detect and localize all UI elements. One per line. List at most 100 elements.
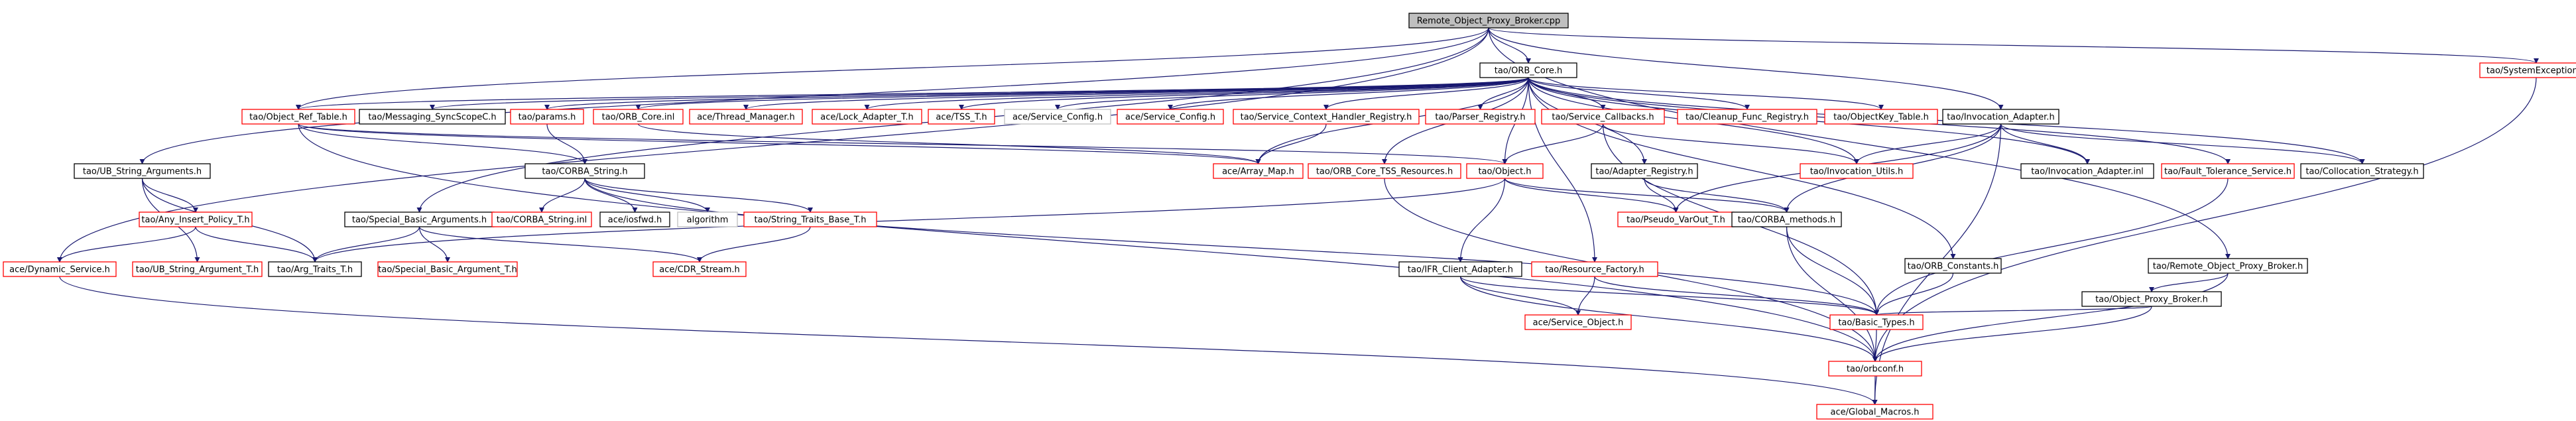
node-label: tao/Basic_Types.h bbox=[1838, 318, 1914, 328]
node-label: ace/Dynamic_Service.h bbox=[9, 265, 110, 275]
node-box bbox=[510, 109, 584, 125]
node-objkey[interactable]: tao/ObjectKey_Table.h bbox=[1824, 109, 1938, 125]
node-specbasicarg[interactable]: tao/Special_Basic_Argument_T.h bbox=[377, 261, 518, 277]
node-ropb[interactable]: tao/Remote_Object_Proxy_Broker.h bbox=[2148, 258, 2308, 274]
edge-invad-to-invutil bbox=[1854, 123, 2002, 164]
node-thrmgr[interactable]: ace/Thread_Manager.h bbox=[689, 109, 803, 125]
node-label: tao/ORB_Core_TSS_Resources.h bbox=[1316, 167, 1453, 177]
node-ifr[interactable]: tao/IFR_Client_Adapter.h bbox=[1398, 261, 1522, 277]
node-cleanup[interactable]: tao/Cleanup_Func_Registry.h bbox=[1677, 109, 1817, 125]
node-corbastrinl[interactable]: tao/CORBA_String.inl bbox=[491, 211, 592, 227]
node-label: tao/Invocation_Adapter.h bbox=[1947, 113, 2054, 123]
edge-orbcore-to-tsst bbox=[959, 77, 1529, 110]
edge-root-to-orbcore bbox=[1488, 27, 1531, 64]
node-box bbox=[2161, 163, 2295, 179]
dependency-edges bbox=[57, 27, 2539, 405]
node-ubstr[interactable]: tao/UB_String_Arguments.h bbox=[74, 163, 211, 179]
node-svccfg1[interactable]: ace/Service_Config.h bbox=[1004, 109, 1111, 125]
edge-orbconf-to-globmac bbox=[1872, 375, 1878, 405]
node-opb[interactable]: tao/Object_Proxy_Broker.h bbox=[2081, 291, 2222, 307]
edge-object-to-argtraits bbox=[312, 178, 1506, 263]
node-globmac[interactable]: ace/Global_Macros.h bbox=[1816, 404, 1933, 420]
node-box bbox=[74, 163, 211, 179]
node-dynsvc[interactable]: ace/Dynamic_Service.h bbox=[3, 261, 117, 277]
edge-basictypes-to-orbconf bbox=[1872, 329, 1878, 362]
node-svccb[interactable]: tao/Service_Callbacks.h bbox=[1541, 109, 1665, 125]
edge-resfac-to-basictypes bbox=[1594, 276, 1879, 316]
node-box bbox=[599, 211, 670, 227]
edge-corbameth-to-orbconf bbox=[1786, 226, 1878, 362]
node-box bbox=[377, 261, 518, 277]
node-ubstrarg[interactable]: tao/UB_String_Argument_T.h bbox=[132, 261, 263, 277]
node-orbinl[interactable]: tao/ORB_Core.inl bbox=[593, 109, 684, 125]
node-invad[interactable]: tao/Invocation_Adapter.h bbox=[1942, 109, 2059, 125]
edge-orbcore-to-parser bbox=[1477, 77, 1529, 110]
node-svcobj[interactable]: ace/Service_Object.h bbox=[1524, 314, 1632, 330]
node-tsst[interactable]: ace/TSS_T.h bbox=[928, 109, 995, 125]
node-objref[interactable]: tao/Object_Ref_Table.h bbox=[241, 109, 355, 125]
node-box bbox=[241, 109, 355, 125]
edge-anyins-to-dynsvc bbox=[57, 226, 196, 263]
node-corbameth[interactable]: tao/CORBA_methods.h bbox=[1731, 211, 1842, 227]
edge-object-to-pseudovar bbox=[1504, 178, 1679, 213]
node-lockad[interactable]: ace/Lock_Adapter_T.h bbox=[812, 109, 922, 125]
node-adreg[interactable]: tao/Adapter_Registry.h bbox=[1591, 163, 1698, 179]
node-invutil[interactable]: tao/Invocation_Utils.h bbox=[1800, 163, 1914, 179]
node-box bbox=[2020, 163, 2154, 179]
node-specbasic[interactable]: tao/Special_Basic_Arguments.h bbox=[344, 211, 495, 227]
node-orbconf[interactable]: tao/orbconf.h bbox=[1828, 361, 1922, 377]
node-arraymap[interactable]: ace/Array_Map.h bbox=[1213, 163, 1304, 179]
node-box bbox=[1828, 361, 1922, 377]
node-label: tao/CORBA_String.inl bbox=[497, 215, 587, 225]
node-basictypes[interactable]: tao/Basic_Types.h bbox=[1829, 314, 1924, 330]
node-label: ace/CDR_Stream.h bbox=[659, 265, 740, 275]
node-label: tao/Cleanup_Func_Registry.h bbox=[1686, 113, 1809, 123]
node-label: ace/TSS_T.h bbox=[936, 113, 987, 123]
node-box bbox=[928, 109, 995, 125]
node-pseudovar[interactable]: tao/Pseudo_VarOut_T.h bbox=[1617, 211, 1735, 227]
node-msgsync[interactable]: tao/Messaging_SyncScopeC.h bbox=[359, 109, 506, 125]
node-box bbox=[1408, 13, 1569, 29]
node-svcctx[interactable]: tao/Service_Context_Handler_Registry.h bbox=[1233, 109, 1420, 125]
node-argtraits[interactable]: tao/Arg_Traits_T.h bbox=[268, 261, 362, 277]
node-resfac[interactable]: tao/Resource_Factory.h bbox=[1531, 261, 1658, 277]
node-parser[interactable]: tao/Parser_Registry.h bbox=[1425, 109, 1536, 125]
node-algorithm[interactable]: algorithm bbox=[677, 211, 738, 227]
node-orbconst[interactable]: tao/ORB_Constants.h bbox=[1904, 258, 2002, 274]
node-cdr[interactable]: ace/CDR_Stream.h bbox=[652, 261, 747, 277]
node-strtraits[interactable]: tao/String_Traits_Base_T.h bbox=[743, 211, 877, 227]
edge-root-to-ropb bbox=[1488, 27, 2231, 259]
node-colloc[interactable]: tao/Collocation_Strategy.h bbox=[2300, 163, 2424, 179]
node-anyins[interactable]: tao/Any_Insert_Policy_T.h bbox=[139, 211, 253, 227]
node-label: tao/CORBA_methods.h bbox=[1738, 215, 1835, 225]
node-params[interactable]: tao/params.h bbox=[510, 109, 584, 125]
node-label: tao/Fault_Tolerance_Service.h bbox=[2164, 167, 2292, 177]
edge-ropb-to-orbconf bbox=[1872, 272, 2229, 362]
node-corbastr[interactable]: tao/CORBA_String.h bbox=[524, 163, 645, 179]
edge-ifr-to-svcobj bbox=[1459, 276, 1581, 316]
node-invinl[interactable]: tao/Invocation_Adapter.inl bbox=[2020, 163, 2154, 179]
node-label: tao/Parser_Registry.h bbox=[1435, 113, 1525, 123]
edge-orbcore-to-svccfg1 bbox=[1055, 77, 1529, 110]
edge-orbconst-to-basictypes bbox=[1874, 272, 1954, 316]
node-tssres[interactable]: tao/ORB_Core_TSS_Resources.h bbox=[1308, 163, 1461, 179]
node-label: tao/Special_Basic_Argument_T.h bbox=[378, 265, 517, 275]
node-iosfwd[interactable]: ace/iosfwd.h bbox=[599, 211, 670, 227]
node-label: tao/ORB_Core.inl bbox=[602, 113, 675, 123]
node-box bbox=[1308, 163, 1461, 179]
edge-corbastr-to-algorithm bbox=[584, 178, 710, 213]
node-box bbox=[2479, 62, 2576, 78]
node-svccfg2[interactable]: ace/Service_Config.h bbox=[1117, 109, 1224, 125]
node-box bbox=[1904, 258, 2002, 274]
node-box bbox=[268, 261, 362, 277]
node-sysexc[interactable]: tao/SystemException.h bbox=[2479, 62, 2576, 78]
node-box bbox=[1233, 109, 1420, 125]
node-label: algorithm bbox=[687, 215, 729, 225]
node-object[interactable]: tao/Object.h bbox=[1466, 163, 1544, 179]
edge-ropb-to-opb bbox=[2149, 272, 2229, 292]
node-label: tao/SystemException.h bbox=[2486, 66, 2576, 76]
node-orbcore[interactable]: tao/ORB_Core.h bbox=[1479, 62, 1577, 78]
node-label: tao/CORBA_String.h bbox=[542, 167, 627, 177]
node-faulttol[interactable]: tao/Fault_Tolerance_Service.h bbox=[2161, 163, 2295, 179]
node-label: tao/UB_String_Arguments.h bbox=[83, 167, 202, 177]
